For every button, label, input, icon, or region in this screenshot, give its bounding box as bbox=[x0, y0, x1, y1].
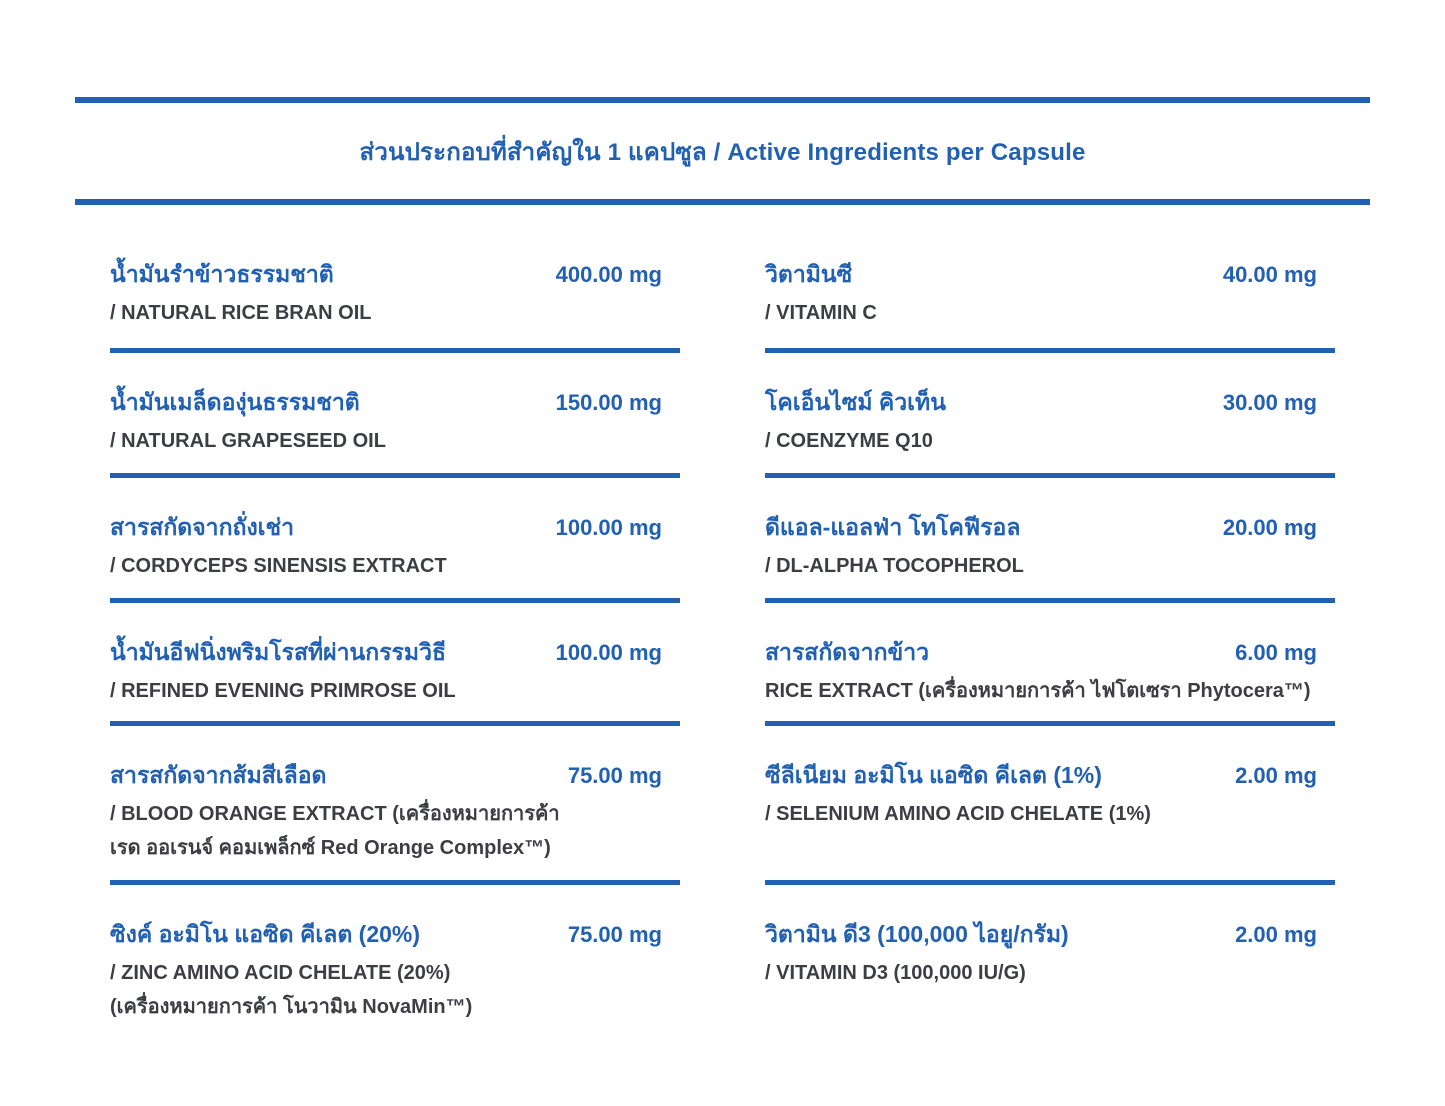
ingredient-name-en: / VITAMIN D3 (100,000 IU/G) bbox=[765, 962, 1026, 984]
ingredient-entry-vitamin-c: วิตามินซี 40.00 mg / VITAMIN C bbox=[765, 205, 1335, 348]
ingredient-entry-selenium-chelate: ซีลีเนียม อะมิโน แอซิด คีเลต (1%) 2.00 m… bbox=[765, 726, 1335, 880]
title-band: ส่วนประกอบที่สำคัญใน 1 แคปซูล / Active I… bbox=[75, 103, 1370, 199]
ingredient-amount: 2.00 mg bbox=[1235, 922, 1317, 947]
ingredient-entry-rice-bran-oil: น้ำมันรำข้าวธรรมชาติ 400.00 mg / NATURAL… bbox=[110, 205, 680, 348]
ingredient-name-en: / SELENIUM AMINO ACID CHELATE (1%) bbox=[765, 803, 1151, 825]
divider-line bbox=[110, 348, 680, 353]
ingredient-name-th: โคเอ็นไซม์ คิวเท็น bbox=[765, 389, 946, 415]
ingredient-name-th: วิตามิน ดี3 (100,000 ไอยู/กรัม) bbox=[765, 921, 1069, 947]
divider-line bbox=[765, 348, 1335, 353]
ingredient-entry-grapeseed-oil: น้ำมันเมล็ดองุ่นธรรมชาติ 150.00 mg / NAT… bbox=[110, 353, 680, 473]
ingredient-name-en: / BLOOD ORANGE EXTRACT (เครื่องหมายการค้… bbox=[110, 803, 560, 825]
header-top-rule bbox=[75, 97, 1370, 103]
header: ส่วนประกอบที่สำคัญใน 1 แคปซูล / Active I… bbox=[75, 97, 1370, 205]
ingredient-name-th: ดีแอล-แอลฟ่า โทโคฟีรอล bbox=[765, 514, 1021, 540]
divider-line bbox=[110, 598, 680, 603]
ingredient-name-en-line2: เรด ออเรนจ์ คอมเพล็กซ์ Red Orange Comple… bbox=[110, 837, 551, 859]
ingredient-row: สารสกัดจากส้มสีเลือด 75.00 mg / BLOOD OR… bbox=[110, 726, 1335, 880]
page-title: ส่วนประกอบที่สำคัญใน 1 แคปซูล / Active I… bbox=[359, 138, 1086, 166]
ingredient-entry-vitamin-d3: วิตามิน ดี3 (100,000 ไอยู/กรัม) 2.00 mg … bbox=[765, 885, 1335, 1035]
ingredient-amount: 75.00 mg bbox=[567, 763, 662, 788]
divider-line bbox=[765, 473, 1335, 478]
ingredient-name-th: น้ำมันอีฟนิ่งพริมโรสที่ผ่านกรรมวิธี bbox=[110, 639, 447, 665]
ingredient-name-th: สารสกัดจากส้มสีเลือด bbox=[110, 762, 327, 788]
divider-line bbox=[110, 880, 680, 885]
ingredient-name-th: น้ำมันเมล็ดองุ่นธรรมชาติ bbox=[110, 389, 360, 415]
divider-line bbox=[110, 473, 680, 478]
divider-line bbox=[765, 598, 1335, 603]
ingredient-amount: 75.00 mg bbox=[567, 922, 662, 947]
ingredient-name-th: สารสกัดจากข้าว bbox=[765, 639, 930, 665]
ingredient-row: ซิงค์ อะมิโน แอซิด คีเลต (20%) 75.00 mg … bbox=[110, 885, 1335, 1035]
header-bottom-rule bbox=[75, 199, 1370, 205]
ingredient-name-en: / CORDYCEPS SINENSIS EXTRACT bbox=[110, 555, 447, 577]
ingredient-table: น้ำมันรำข้าวธรรมชาติ 400.00 mg / NATURAL… bbox=[75, 205, 1370, 1035]
ingredient-amount: 30.00 mg bbox=[1222, 390, 1317, 415]
ingredient-entry-cordyceps: สารสกัดจากถั่งเช่า 100.00 mg / CORDYCEPS… bbox=[110, 478, 680, 598]
row-divider bbox=[110, 880, 1335, 885]
ingredient-entry-evening-primrose-oil: น้ำมันอีฟนิ่งพริมโรสที่ผ่านกรรมวิธี 100.… bbox=[110, 603, 680, 721]
ingredient-entry-coenzyme-q10: โคเอ็นไซม์ คิวเท็น 30.00 mg / COENZYME Q… bbox=[765, 353, 1335, 473]
ingredient-entry-dl-alpha-tocopherol: ดีแอล-แอลฟ่า โทโคฟีรอล 20.00 mg / DL-ALP… bbox=[765, 478, 1335, 598]
ingredient-name-th: วิตามินซี bbox=[765, 261, 853, 287]
ingredient-name-th: ซิงค์ อะมิโน แอซิด คีเลต (20%) bbox=[110, 921, 421, 947]
ingredient-name-en: / COENZYME Q10 bbox=[765, 430, 933, 452]
ingredient-amount: 100.00 mg bbox=[555, 515, 662, 540]
ingredient-name-th: น้ำมันรำข้าวธรรมชาติ bbox=[110, 261, 334, 287]
row-divider bbox=[110, 473, 1335, 478]
ingredient-name-en: RICE EXTRACT (เครื่องหมายการค้า ไฟโตเซรา… bbox=[765, 680, 1311, 702]
ingredient-name-en: / ZINC AMINO ACID CHELATE (20%) bbox=[110, 962, 451, 984]
ingredient-amount: 150.00 mg bbox=[555, 390, 662, 415]
ingredient-entry-rice-extract: สารสกัดจากข้าว 6.00 mg RICE EXTRACT (เคร… bbox=[765, 603, 1335, 721]
ingredient-name-en: / VITAMIN C bbox=[765, 302, 877, 324]
ingredient-name-en-line2: (เครื่องหมายการค้า โนวามิน NovaMin™) bbox=[110, 996, 473, 1018]
ingredient-row: น้ำมันอีฟนิ่งพริมโรสที่ผ่านกรรมวิธี 100.… bbox=[110, 603, 1335, 721]
divider-line bbox=[765, 880, 1335, 885]
ingredient-name-en: / NATURAL RICE BRAN OIL bbox=[110, 302, 372, 324]
row-divider bbox=[110, 721, 1335, 726]
ingredient-row: สารสกัดจากถั่งเช่า 100.00 mg / CORDYCEPS… bbox=[110, 478, 1335, 598]
divider-line bbox=[110, 721, 680, 726]
ingredient-name-en: / DL-ALPHA TOCOPHEROL bbox=[765, 555, 1024, 577]
row-divider bbox=[110, 598, 1335, 603]
ingredient-entry-zinc-chelate: ซิงค์ อะมิโน แอซิด คีเลต (20%) 75.00 mg … bbox=[110, 885, 680, 1035]
ingredient-amount: 100.00 mg bbox=[555, 640, 662, 665]
ingredient-name-en: / NATURAL GRAPESEED OIL bbox=[110, 430, 386, 452]
ingredient-name-en: / REFINED EVENING PRIMROSE OIL bbox=[110, 680, 456, 702]
row-divider bbox=[110, 348, 1335, 353]
ingredient-amount: 400.00 mg bbox=[555, 262, 662, 287]
ingredient-entry-blood-orange-extract: สารสกัดจากส้มสีเลือด 75.00 mg / BLOOD OR… bbox=[110, 726, 680, 880]
ingredient-row: น้ำมันเมล็ดองุ่นธรรมชาติ 150.00 mg / NAT… bbox=[110, 353, 1335, 473]
ingredient-row: น้ำมันรำข้าวธรรมชาติ 400.00 mg / NATURAL… bbox=[110, 205, 1335, 348]
ingredient-amount: 2.00 mg bbox=[1235, 763, 1317, 788]
ingredient-name-th: สารสกัดจากถั่งเช่า bbox=[110, 514, 295, 540]
divider-line bbox=[765, 721, 1335, 726]
ingredient-amount: 6.00 mg bbox=[1235, 640, 1317, 665]
ingredient-amount: 20.00 mg bbox=[1222, 515, 1317, 540]
ingredient-amount: 40.00 mg bbox=[1222, 262, 1317, 287]
ingredient-name-th: ซีลีเนียม อะมิโน แอซิด คีเลต (1%) bbox=[765, 762, 1102, 788]
